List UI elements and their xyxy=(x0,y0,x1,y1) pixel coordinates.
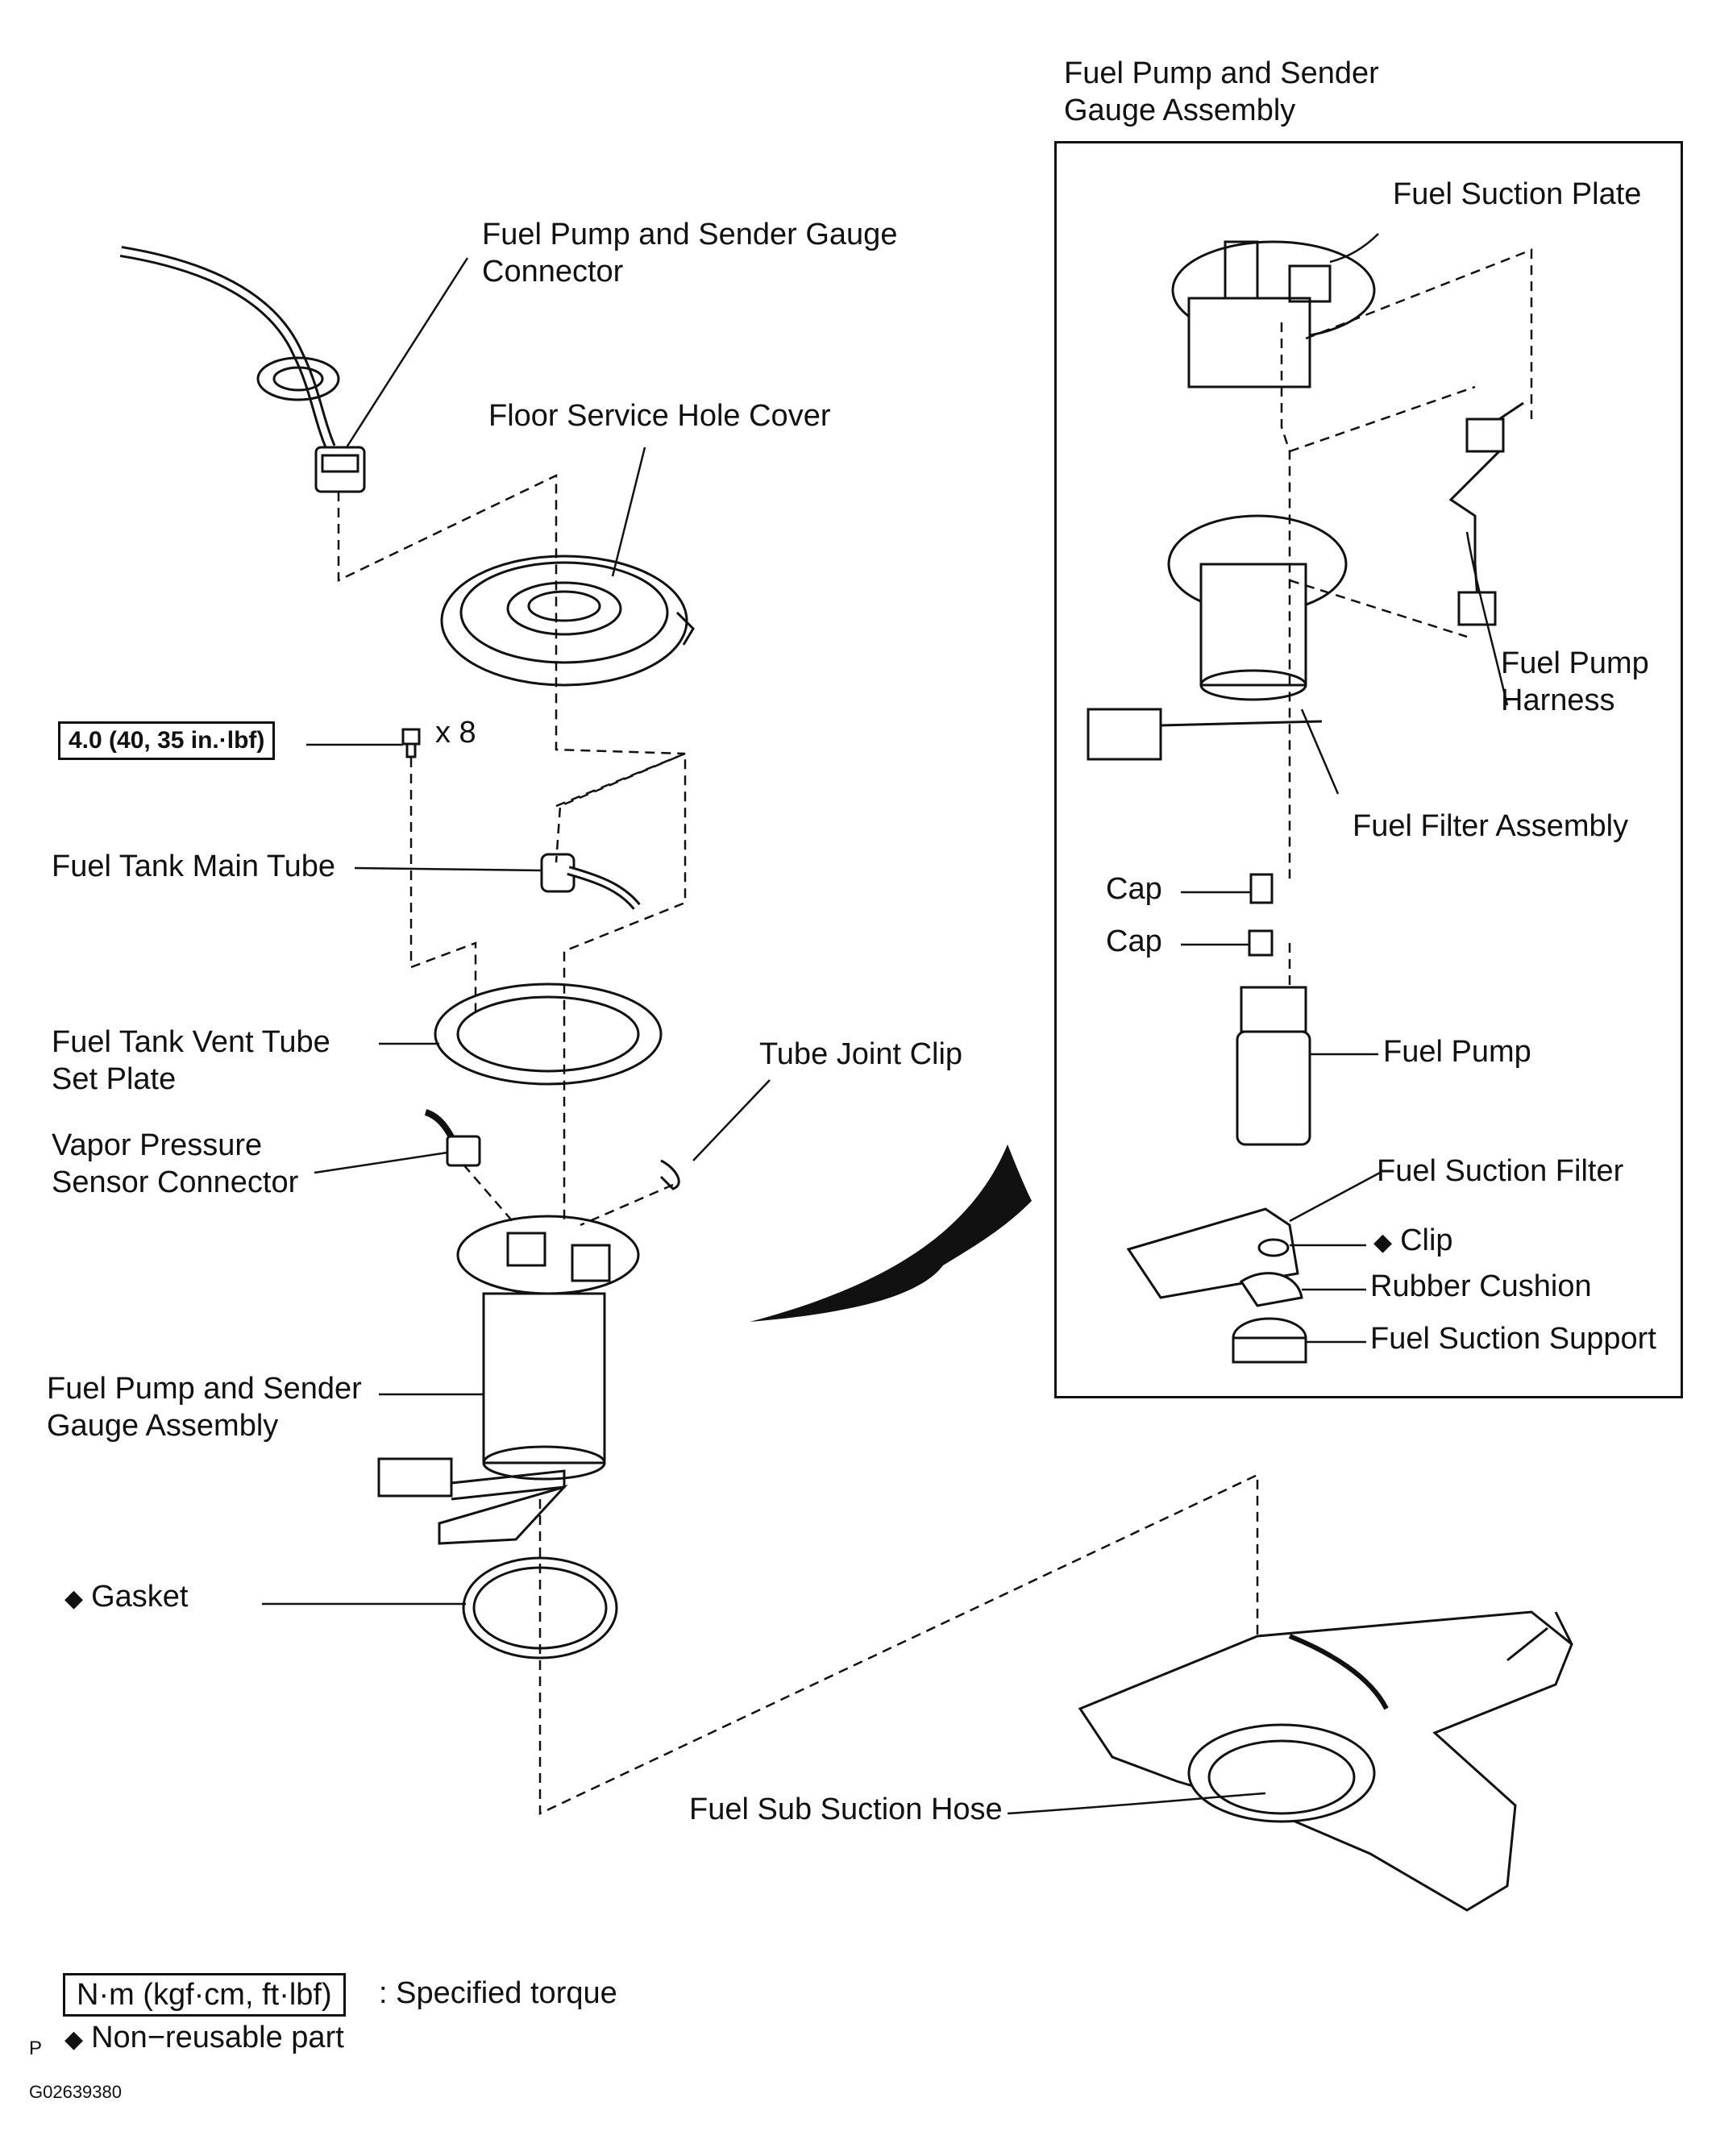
label-fuel-tank-main-tube: Fuel Tank Main Tube xyxy=(52,850,336,883)
bolt-drawing xyxy=(401,728,421,758)
torque-spec-box: 4.0 (40, 35 in.·lbf) xyxy=(58,721,276,760)
floor-pan-drawing xyxy=(1078,1610,1573,1912)
legend-torque-unit-box: N·m (kgf·cm, ft·lbf) xyxy=(63,1973,346,2017)
label-tube-joint-clip: Tube Joint Clip xyxy=(759,1037,963,1071)
label-cap-1: Cap xyxy=(1106,872,1162,906)
inset-frame xyxy=(1054,141,1683,1398)
curved-arrow xyxy=(750,1144,1032,1322)
legend-non-reusable: ◆Non−reusable part xyxy=(64,2019,344,2058)
label-fuel-suction-filter: Fuel Suction Filter xyxy=(1377,1154,1624,1188)
non-reusable-marker: ◆ xyxy=(1373,1229,1393,1256)
label-fuel-suction-support: Fuel Suction Support xyxy=(1370,1322,1656,1356)
label-rubber-cushion: Rubber Cushion xyxy=(1370,1269,1592,1303)
figure-code: G02639380 xyxy=(29,2082,122,2102)
label-fuel-pump: Fuel Pump xyxy=(1383,1035,1531,1069)
label-clip: ◆Clip xyxy=(1373,1222,1453,1261)
floor-service-hole-cover-drawing xyxy=(440,555,695,687)
main-assembly-drawing xyxy=(377,1215,640,1545)
non-reusable-marker: ◆ xyxy=(64,2026,84,2053)
label-gasket: ◆Gasket xyxy=(64,1578,188,1618)
inset-parts-drawing xyxy=(1087,240,1524,1364)
label-floor-service-hole-cover: Floor Service Hole Cover xyxy=(488,399,831,433)
sender-connector-drawing xyxy=(119,246,366,493)
fuel-tank-main-tube-drawing xyxy=(540,853,641,910)
label-fuel-filter-assembly: Fuel Filter Assembly xyxy=(1353,809,1629,843)
set-plate-drawing xyxy=(434,982,663,1086)
legend-torque-desc: : Specified torque xyxy=(379,1976,617,2010)
label-fuel-suction-plate: Fuel Suction Plate xyxy=(1393,177,1642,211)
non-reusable-marker: ◆ xyxy=(64,1585,84,1612)
label-fuel-sub-suction-hose: Fuel Sub Suction Hose xyxy=(689,1793,1003,1826)
label-cap-2: Cap xyxy=(1106,924,1162,958)
tube-joint-clip-drawing xyxy=(659,1159,680,1190)
p-mark: P xyxy=(29,2038,43,2059)
label-quantity: x 8 xyxy=(435,716,476,750)
vapor-connector-drawing xyxy=(424,1109,481,1167)
